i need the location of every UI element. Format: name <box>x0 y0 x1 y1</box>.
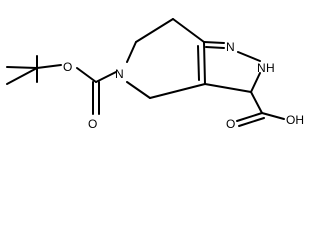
bond-n1-to-n2 <box>237 51 261 62</box>
bond-fusion-top-to-n1-b <box>205 46 225 49</box>
ether-oxygen-label: O <box>63 60 72 74</box>
bond-ether-o-to-carbonyl-c <box>76 67 97 83</box>
bond-carbonyl-c-to-ring-n <box>95 71 117 83</box>
bond-c3-to-acid-c <box>250 91 263 114</box>
bond-acid-carbonyl-double-2 <box>238 117 265 127</box>
bond-c3-to-fusion-bottom <box>204 83 252 93</box>
bond-fusion-c-c <box>203 41 206 85</box>
bond-upper-ch2-to-top-ch2 <box>135 18 174 43</box>
bond-lower-ch2-to-fusion-bottom <box>149 83 206 99</box>
acid-carbonyl-oxygen-label: O <box>226 117 235 131</box>
bond-n2-to-c3 <box>250 72 261 93</box>
pyrazole-hydrogen-label: H <box>266 61 275 75</box>
acid-hydroxyl-label: OH <box>286 113 304 127</box>
bond-top-ch2-to-fusion-top <box>172 18 205 43</box>
boc-carbonyl-oxygen-label: O <box>88 117 97 131</box>
bond-fusion-top-to-n1-a <box>203 41 225 44</box>
bond-acid-carbonyl-double-1 <box>236 112 263 122</box>
pyrazole-nitrogen-1-label: N <box>226 40 235 54</box>
bond-tbu-methyl-lower <box>6 67 38 85</box>
pyrazole-nitrogen-2-label: N <box>257 61 266 75</box>
bond-fusion-c-c-inner <box>197 45 200 81</box>
bond-acid-c-to-oh <box>261 112 285 120</box>
ring-nitrogen-label: N <box>115 67 124 81</box>
bond-tbu-methyl-left <box>6 66 38 69</box>
chemical-structure-diagram: O N O N N H O OH <box>6 18 304 131</box>
bond-tbu-to-ether-o <box>36 64 62 69</box>
bond-ring-n-to-upper-ch2 <box>126 41 137 63</box>
bond-ring-n-to-lower-ch2 <box>126 81 151 99</box>
